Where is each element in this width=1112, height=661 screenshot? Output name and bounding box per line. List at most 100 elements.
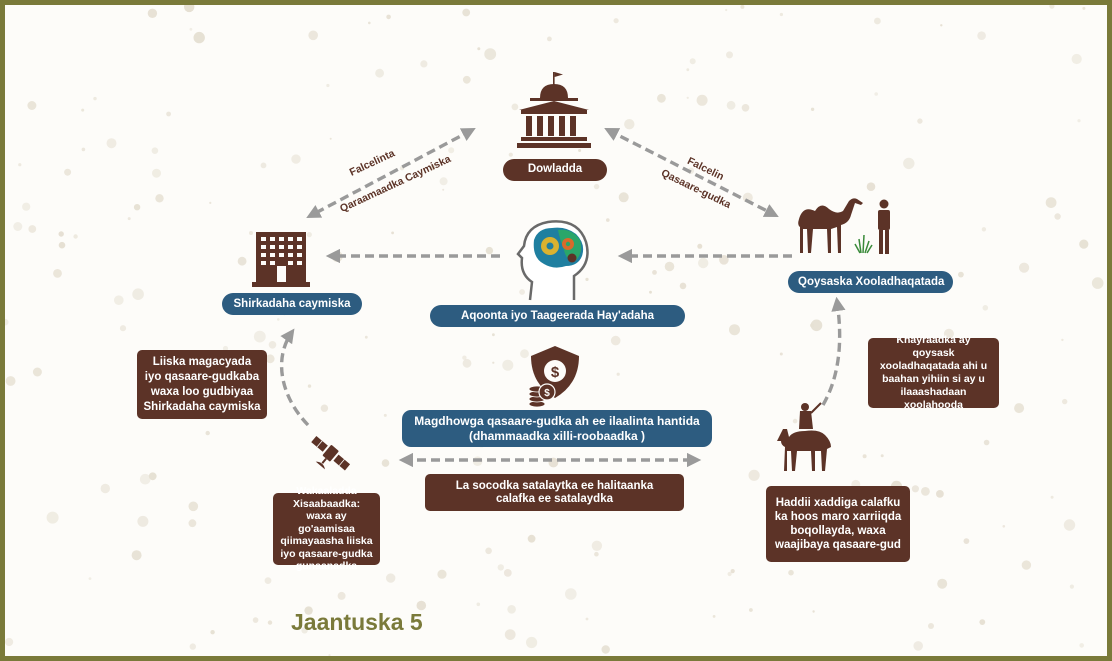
background-dot	[437, 569, 447, 579]
background-dot	[1054, 213, 1061, 220]
camel-rider-icon	[777, 402, 831, 471]
background-dot	[936, 490, 944, 498]
background-dot	[497, 564, 504, 571]
shield-dollar-icon: $ $	[528, 346, 579, 408]
background-dot	[32, 367, 42, 377]
background-dot	[679, 282, 687, 290]
background-dot	[391, 231, 394, 235]
background-dot	[114, 295, 124, 306]
background-dot	[297, 626, 300, 629]
brain-gears-icon	[516, 220, 589, 301]
background-dot	[93, 96, 97, 101]
background-dot	[657, 93, 666, 103]
background-dot	[508, 152, 513, 157]
background-dot	[527, 534, 536, 543]
background-dot	[416, 600, 427, 611]
building-icon	[517, 72, 591, 148]
background-dot	[147, 8, 158, 18]
background-dot	[265, 354, 275, 364]
background-dot	[730, 569, 735, 574]
background-dot	[139, 473, 151, 485]
background-dot	[903, 157, 915, 170]
background-dot	[375, 68, 384, 78]
background-dot	[22, 202, 31, 211]
background-dot	[18, 163, 22, 167]
satellite-flow-box: La socodka satalaytka ee halitaanka cala…	[425, 474, 684, 511]
background-dot	[264, 577, 272, 584]
background-dot	[565, 588, 577, 600]
background-dot	[874, 17, 881, 25]
background-dot	[507, 605, 516, 614]
background-dot	[1019, 262, 1030, 273]
background-dot	[1014, 403, 1025, 414]
background-dot	[462, 75, 471, 84]
background-dot	[725, 8, 728, 12]
background-dot	[381, 459, 390, 467]
background-dot	[267, 620, 273, 625]
background-dot	[492, 361, 495, 364]
background-dot	[585, 277, 589, 281]
background-dot	[1045, 197, 1057, 209]
list-box: Liiska magacyada iyo qasaare-gudkaba wax…	[137, 350, 267, 419]
background-dot	[1021, 560, 1032, 570]
background-dot	[485, 547, 492, 555]
background-dot	[1091, 277, 1104, 289]
satellite-icon	[311, 436, 351, 471]
background-dot	[788, 569, 794, 576]
background-dot	[613, 18, 619, 24]
background-dot	[937, 578, 948, 589]
background-dot	[1050, 495, 1054, 499]
background-dot	[504, 629, 516, 640]
background-dot	[1049, 5, 1055, 9]
background-dot	[306, 232, 312, 238]
arrow-satellite-companies	[279, 328, 310, 427]
background-dot	[320, 404, 329, 412]
background-dot	[304, 606, 313, 615]
background-dot	[364, 335, 368, 339]
background-dot	[46, 511, 59, 524]
knowledge-support-label: Aqoonta iyo Taageerada Hay'adaha	[430, 305, 685, 327]
background-dot	[1079, 643, 1084, 648]
background-dot	[462, 358, 472, 368]
background-dot	[301, 627, 308, 634]
background-dot	[726, 51, 733, 59]
background-dot	[982, 305, 989, 311]
background-dot	[880, 454, 884, 458]
background-dot	[476, 602, 481, 607]
background-dot	[328, 654, 331, 656]
background-dot	[748, 469, 760, 481]
background-dot	[268, 341, 277, 349]
background-dot	[210, 630, 215, 635]
background-dot	[862, 454, 867, 459]
figure-caption: Jaantuska 5	[291, 609, 423, 635]
background-dot	[712, 615, 716, 618]
background-dot	[649, 290, 652, 294]
background-dot	[1062, 398, 1068, 405]
background-dot	[686, 68, 690, 72]
background-dot	[519, 289, 525, 295]
background-dot	[601, 645, 610, 654]
background-dot	[188, 519, 197, 528]
background-dot	[810, 107, 815, 112]
background-dot	[53, 269, 62, 278]
background-dot	[81, 147, 86, 152]
background-dot	[1079, 239, 1089, 249]
background-dot	[100, 483, 111, 494]
background-dot	[696, 94, 708, 106]
background-dot	[689, 58, 696, 65]
background-dot	[616, 372, 620, 376]
background-dot	[958, 271, 964, 278]
background-dot	[911, 485, 920, 493]
background-dot	[462, 8, 471, 17]
background-dot	[277, 318, 280, 321]
background-dot	[1061, 338, 1064, 342]
background-dot	[81, 108, 85, 112]
background-dot	[253, 330, 266, 343]
background-dot	[193, 31, 205, 44]
background-dot	[940, 24, 943, 27]
background-dot	[326, 83, 330, 88]
camel-herder-icon	[798, 198, 890, 254]
government-label: Dowladda	[503, 159, 607, 181]
background-dot	[606, 218, 610, 222]
background-dot	[977, 31, 986, 40]
